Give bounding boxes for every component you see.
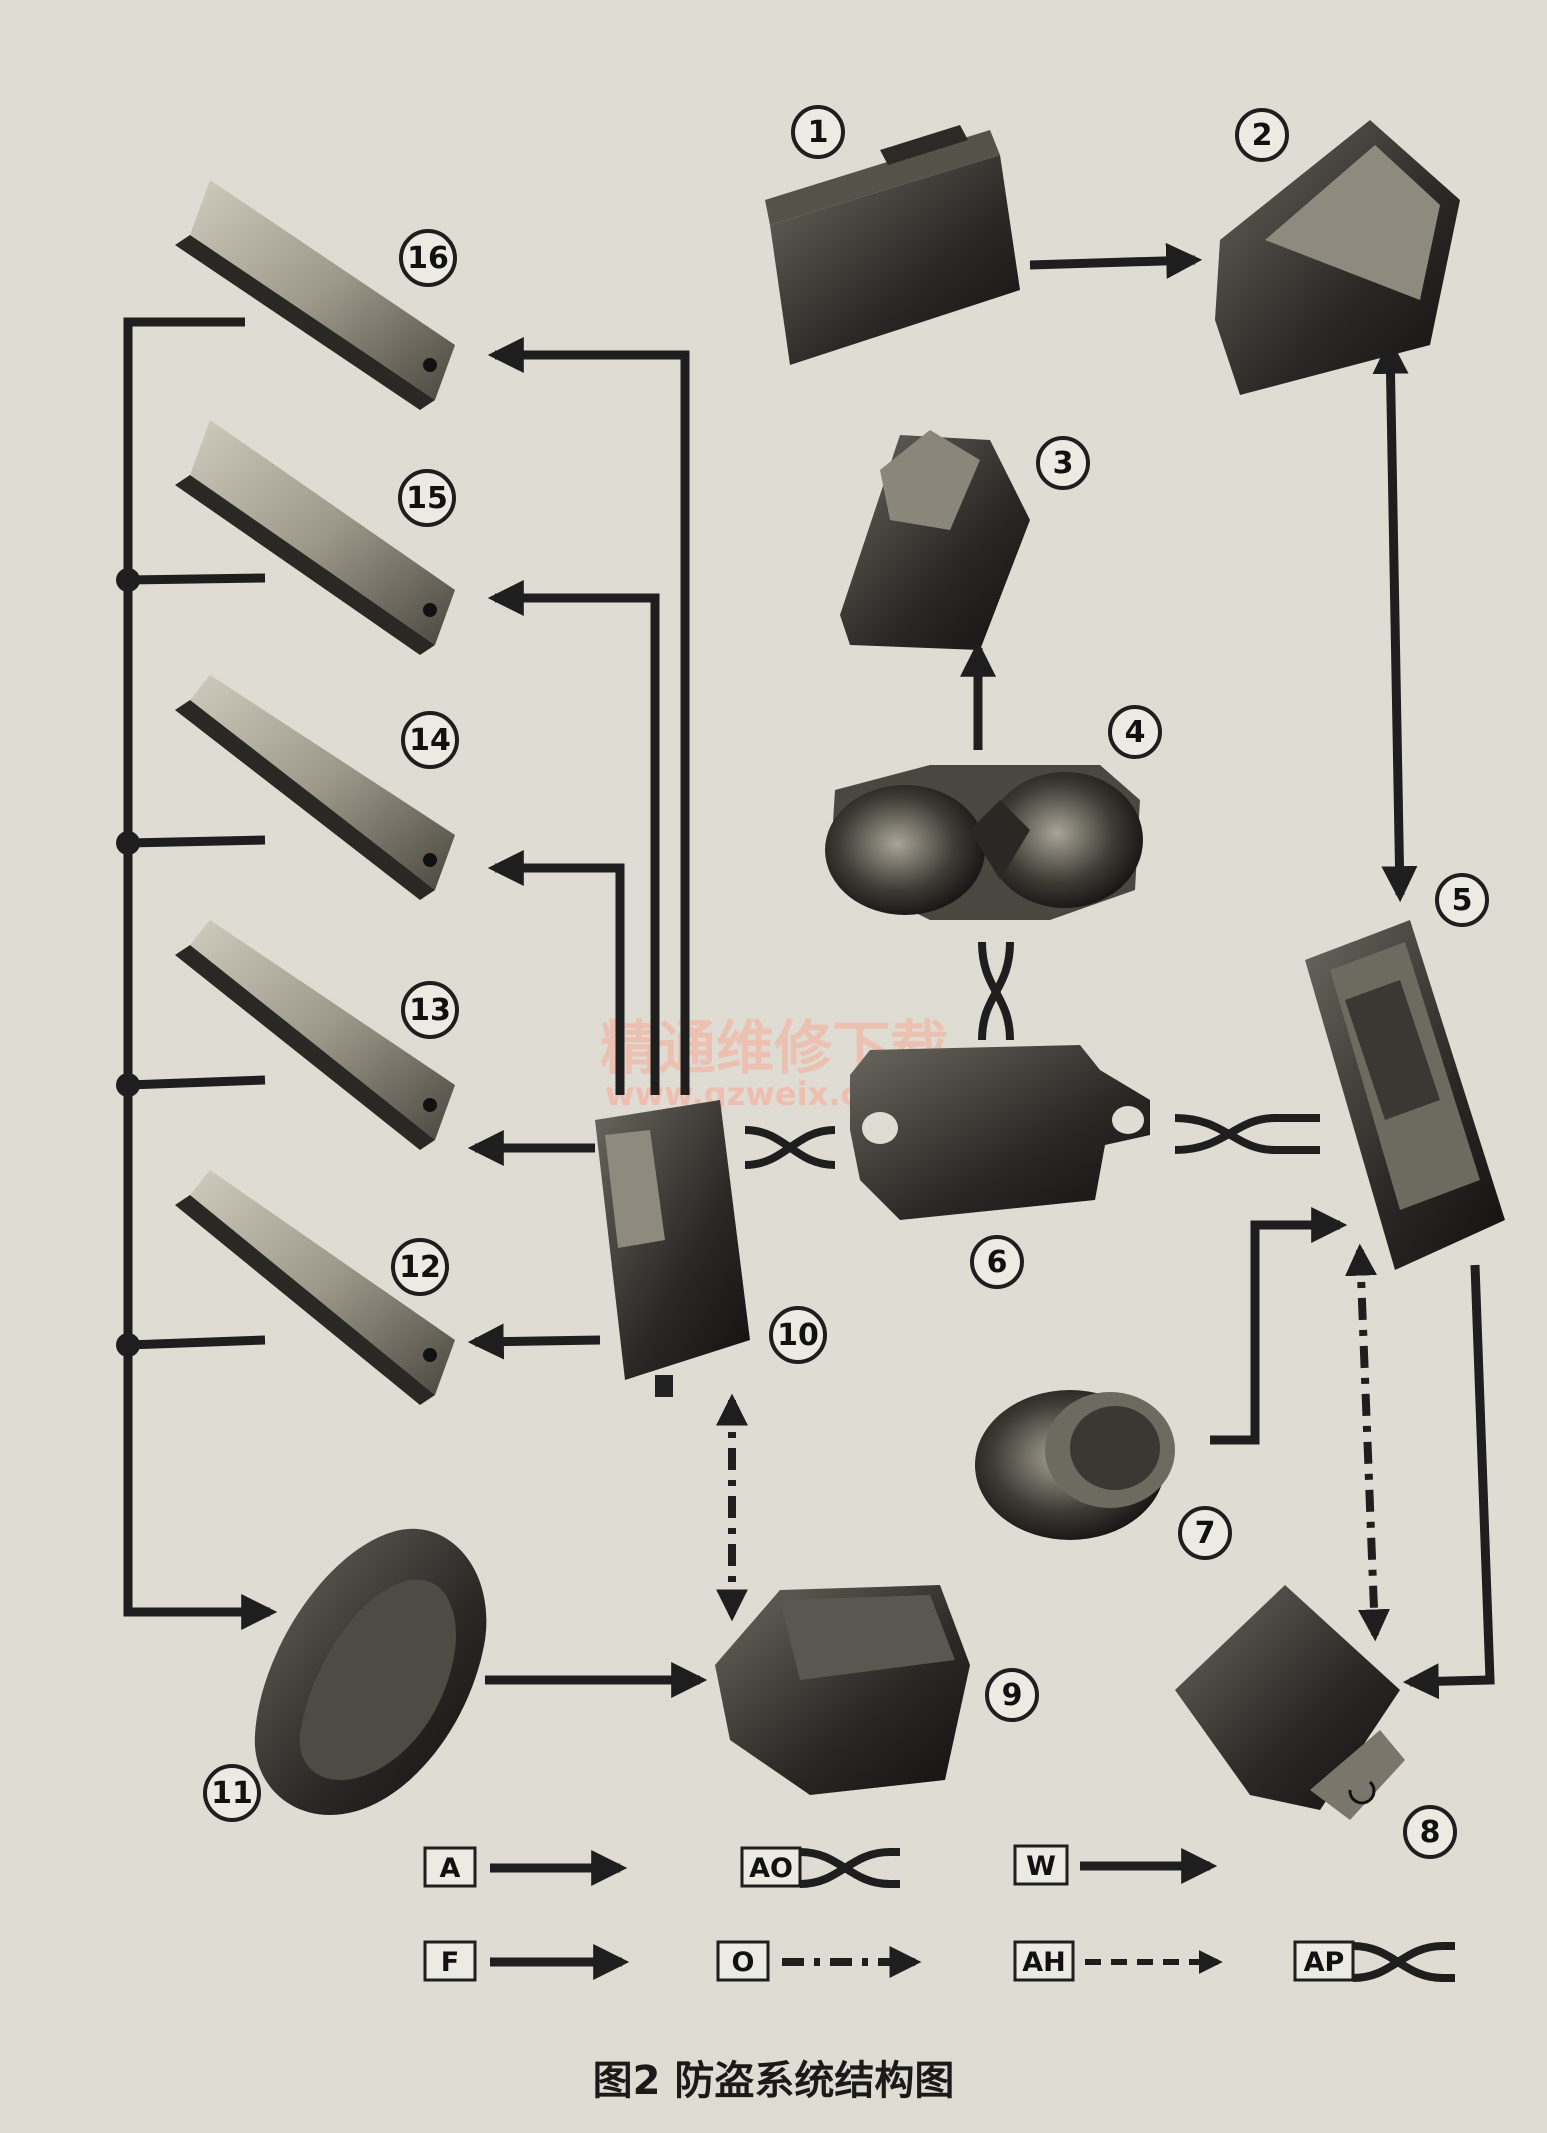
callout-8-text: 8: [1420, 1815, 1441, 1850]
antenna-14-icon: [175, 675, 455, 900]
start-button-icon: [975, 1390, 1175, 1540]
connection-7-to-5: [1210, 1207, 1348, 1445]
callout-4-text: 4: [1125, 715, 1146, 750]
bus-tap-13: [127, 1075, 266, 1090]
connection-10-to-14: [487, 850, 625, 1095]
connections: [123, 242, 1495, 1700]
steering-column-lock-icon: [1175, 1585, 1405, 1820]
legend-w-label: W: [1026, 1851, 1056, 1882]
legend-item-w: W: [1013, 1844, 1218, 1886]
callout-12: 12: [391, 1238, 449, 1296]
callout-5-text: 5: [1452, 883, 1473, 918]
callout-7: 7: [1178, 1506, 1232, 1560]
callout-15: 15: [398, 469, 456, 527]
callout-1: 1: [791, 105, 845, 159]
legend-item-o: O: [716, 1940, 922, 1982]
callout-16-text: 16: [407, 241, 449, 276]
bus-symbols: [744, 941, 1320, 1169]
connection-2-to-5: [1372, 337, 1418, 903]
connection-5-to-8: [1402, 1264, 1495, 1700]
antenna-15-icon: [175, 420, 455, 655]
connection-5-to-8-dashed: [1345, 1243, 1390, 1642]
legend-item-ao: AO: [740, 1846, 900, 1888]
callout-11-text: 11: [211, 1776, 253, 1811]
callout-2-text: 2: [1252, 118, 1273, 153]
smart-key-icon: [254, 1528, 487, 1815]
callout-10-text: 10: [777, 1318, 819, 1353]
rf-receiver-icon: [715, 1585, 970, 1795]
antenna-12-icon: [175, 1170, 455, 1405]
anti-theft-control-module-icon: [850, 1045, 1150, 1220]
bus-symbol-6-5: [1174, 1114, 1320, 1154]
callout-5: 5: [1435, 873, 1489, 927]
callout-8: 8: [1403, 1805, 1457, 1859]
control-unit-2-icon: [1215, 120, 1460, 395]
callout-16: 16: [399, 229, 457, 287]
instrument-cluster-icon: [825, 765, 1143, 920]
callout-2: 2: [1235, 108, 1289, 162]
callout-6-text: 6: [987, 1245, 1008, 1280]
antenna-13-icon: [175, 920, 455, 1150]
control-module-5-icon: [1305, 920, 1505, 1270]
legend-a-label: A: [440, 1853, 461, 1884]
figure-caption: 图2 防盗系统结构图: [592, 2058, 955, 2104]
callout-12-text: 12: [399, 1250, 441, 1285]
antenna-bus: [123, 317, 278, 1630]
connection-10-to-16: [487, 337, 690, 1095]
bus-symbol-6-4: [978, 941, 1014, 1041]
callout-9-text: 9: [1002, 1678, 1023, 1713]
bus-tap-12: [127, 1335, 266, 1350]
callout-4: 4: [1108, 705, 1162, 759]
control-module-10-icon: [595, 1100, 750, 1397]
legend-item-a: A: [423, 1846, 628, 1888]
callout-11: 11: [203, 1764, 261, 1822]
ignition-switch-icon: [840, 430, 1030, 650]
callout-13: 13: [401, 981, 459, 1039]
callout-6: 6: [970, 1235, 1024, 1289]
legend-ap-label: AP: [1304, 1947, 1345, 1978]
legend: A AO W F O AH A: [423, 1844, 1455, 1982]
bus-junctions: [116, 568, 140, 1357]
antenna-16-icon: [175, 180, 455, 410]
bus-symbol-10-6: [744, 1126, 836, 1169]
legend-ao-label: AO: [749, 1853, 793, 1884]
legend-o-label: O: [732, 1947, 755, 1978]
legend-f-label: F: [441, 1947, 459, 1978]
battery-icon: [765, 125, 1020, 365]
callout-13-text: 13: [409, 993, 451, 1028]
callout-15-text: 15: [406, 481, 448, 516]
callout-1-text: 1: [808, 115, 829, 150]
legend-item-ah: AH: [1013, 1940, 1223, 1982]
connection-10-to-12: [467, 1323, 601, 1360]
callout-7-text: 7: [1195, 1516, 1216, 1551]
bus-tap-15: [127, 573, 266, 585]
connection-10-to-15: [487, 580, 660, 1095]
legend-item-f: F: [423, 1940, 630, 1982]
legend-item-ap: AP: [1293, 1940, 1455, 1982]
bus-tap-14: [127, 835, 266, 848]
callout-9: 9: [985, 1668, 1039, 1722]
legend-ah-label: AH: [1022, 1947, 1066, 1978]
callout-3-text: 3: [1053, 446, 1074, 481]
callout-10: 10: [769, 1306, 827, 1364]
connection-1-to-2: [1029, 242, 1203, 279]
callout-3: 3: [1036, 436, 1090, 490]
callout-14-text: 14: [409, 723, 451, 758]
callout-14: 14: [401, 711, 459, 769]
dashed-connections: [716, 1243, 1390, 1642]
